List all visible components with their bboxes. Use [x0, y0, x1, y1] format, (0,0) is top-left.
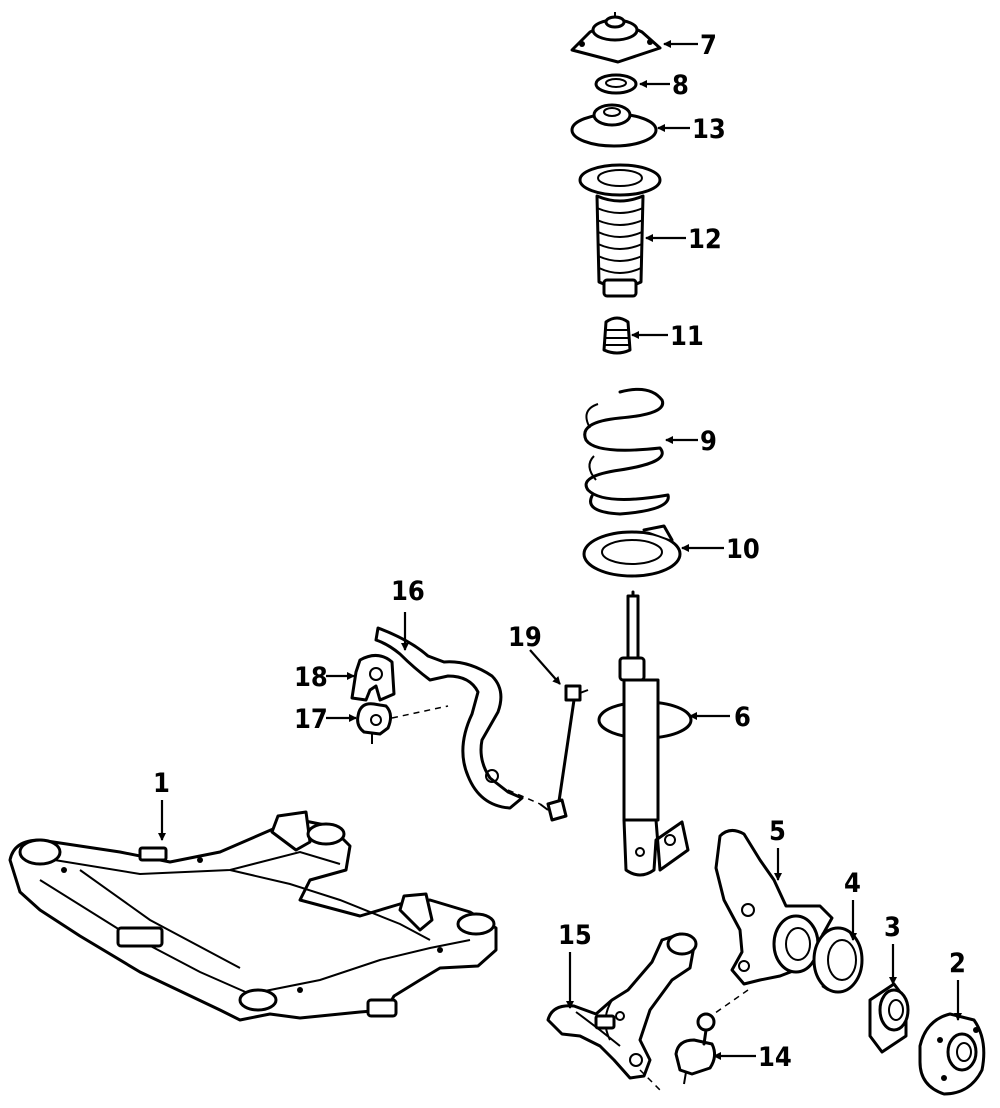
callout-4: 4	[844, 868, 861, 899]
steering-knuckle-part	[714, 829, 834, 986]
lower-spring-seat-part	[582, 524, 682, 578]
bar-bushing-leader-dash	[391, 705, 449, 719]
link-leader-dash	[507, 789, 541, 805]
strut-part	[597, 590, 693, 877]
strut-mount-part	[570, 12, 662, 64]
callout-10: 10	[726, 534, 760, 565]
callout-17: 17	[294, 704, 328, 735]
callout-14: 14	[758, 1042, 792, 1073]
bearing-part	[594, 73, 638, 95]
callout-8: 8	[672, 70, 689, 101]
bump-stop-part	[602, 316, 632, 355]
callout-labels: 7 8 13 12 11 9 10 6 16 18 17 19 1 5 4 3 …	[153, 30, 966, 1073]
subframe-part	[8, 810, 498, 1022]
callout-15: 15	[558, 920, 592, 951]
arm-balljoint-leader-dash	[639, 1069, 661, 1091]
callout-1: 1	[153, 768, 170, 799]
callout-12: 12	[688, 224, 722, 255]
wheel-bearing-part	[868, 982, 910, 1054]
callout-16: 16	[391, 576, 425, 607]
callout-13: 13	[692, 114, 726, 145]
hub-bearing-part	[812, 926, 864, 994]
stabilizer-bar-part	[374, 626, 524, 810]
callout-7: 7	[700, 30, 717, 61]
callout-9: 9	[700, 426, 717, 457]
callout-19: 19	[508, 622, 542, 653]
callout-leaders	[158, 40, 962, 1060]
callout-5: 5	[769, 816, 786, 847]
ball-joint-part	[674, 1012, 717, 1085]
coil-spring-part	[583, 387, 670, 516]
knuckle-balljoint-leader-dash	[707, 989, 749, 1019]
stabilizer-link-part	[539, 684, 589, 822]
callout-11: 11	[670, 321, 704, 352]
upper-spring-seat-part	[570, 103, 658, 148]
bushing-part	[356, 702, 393, 744]
callout-18: 18	[294, 662, 328, 693]
callout-6: 6	[734, 702, 751, 733]
wheel-hub-part	[918, 1012, 986, 1096]
dust-boot-part	[578, 163, 662, 298]
callout-2: 2	[949, 948, 966, 979]
leader-19	[529, 649, 561, 685]
bushing-bracket-part	[350, 654, 396, 702]
callout-3: 3	[884, 912, 901, 943]
lower-control-arm-part	[546, 932, 698, 1080]
